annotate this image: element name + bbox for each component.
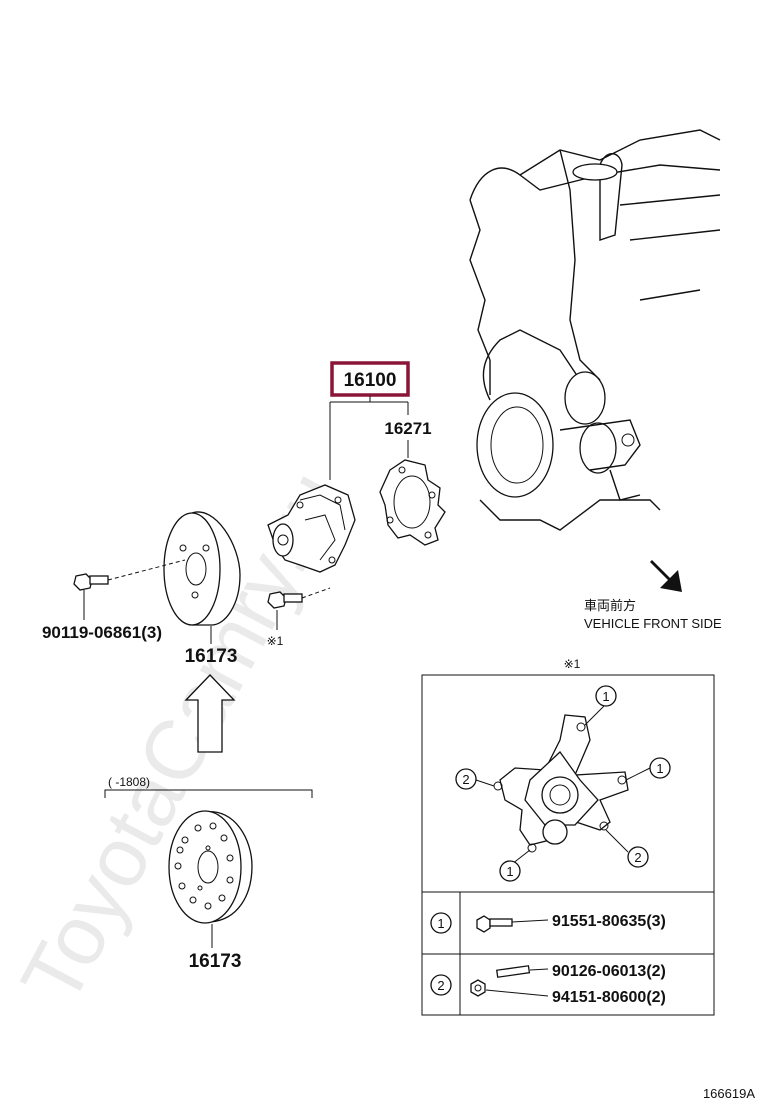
highlight-box (330, 361, 410, 397)
table-row-2-stud-drawing (470, 965, 549, 997)
callout-1-right-label: 1 (656, 761, 663, 776)
table-row-2-index: 2 (437, 978, 444, 993)
gasket-part-number[interactable]: 16271 (384, 419, 431, 438)
front-side-english: VEHICLE FRONT SIDE (584, 616, 722, 631)
detail-pump-face-drawing (493, 714, 629, 853)
callout-2-left-label: 2 (462, 772, 469, 787)
detail-callouts: 1 1 1 2 2 (455, 685, 671, 882)
table-row-2-part-1[interactable]: 90126-06013(2) (552, 963, 666, 980)
water-pump-part-number[interactable]: 16100 (344, 370, 397, 391)
callout-1-top (595, 685, 617, 707)
pump-bolt-drawing (267, 587, 331, 609)
pulley-bolt-drawing (73, 559, 186, 591)
date-range-note[interactable]: ( -1808) (108, 775, 150, 789)
pulley-bolt-part-number[interactable]: 90119-06861(3) (42, 623, 162, 642)
front-side-japanese: 車両前方 (584, 598, 636, 613)
front-direction-arrow-icon (642, 560, 682, 592)
callout-1-top-label: 1 (602, 689, 609, 704)
pulley-upper-part-number[interactable]: 16173 (185, 646, 238, 667)
engine-block-drawing (469, 129, 721, 531)
water-pump-leader (329, 396, 409, 480)
pulley-lower-drawing (168, 810, 253, 924)
table-row-1-index: 1 (437, 916, 444, 931)
table-row-2-part-2[interactable]: 94151-80600(2) (552, 989, 666, 1006)
table-row-1-index-circle (430, 912, 452, 934)
table-row-2-index-circle (430, 974, 452, 996)
detail-box-ref-mark[interactable]: ※1 (564, 657, 581, 671)
callout-2-left (455, 768, 477, 790)
table-row-1-part[interactable]: 91551-80635(3) (552, 913, 666, 930)
detail-table-grid (422, 891, 714, 1015)
callout-2-right (627, 846, 649, 868)
detail-box (421, 674, 715, 1016)
pulley-upper-drawing (163, 511, 241, 626)
table-row-1-bolt-drawing (476, 915, 549, 933)
date-range-bracket (104, 789, 313, 798)
callout-1-bottom (499, 860, 521, 882)
diagram-id: 166619A (703, 1086, 755, 1101)
callout-2-right-label: 2 (634, 850, 641, 865)
callout-1-bottom-label: 1 (506, 864, 513, 879)
gasket-drawing (379, 459, 446, 546)
callout-1-right (649, 757, 671, 779)
pump-bolt-ref-mark[interactable]: ※1 (267, 634, 284, 648)
water-pump-drawing (267, 484, 356, 573)
supersession-arrow-icon (184, 674, 236, 753)
pulley-lower-part-number[interactable]: 16173 (189, 951, 242, 972)
